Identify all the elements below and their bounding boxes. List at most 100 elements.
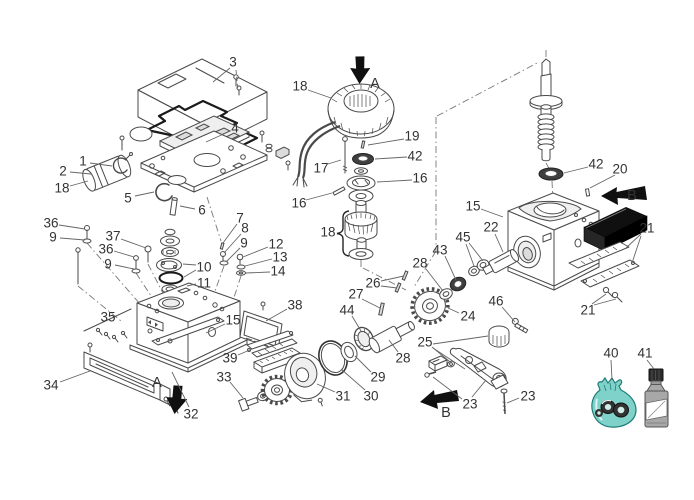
- part-label-5: 5: [124, 191, 132, 206]
- direction-arrow-b-bottom: [420, 390, 459, 409]
- leader-line-28: [388, 339, 399, 353]
- part-bearing-42-right: [538, 167, 564, 181]
- part-gear-output: [260, 374, 294, 406]
- part-label-31: 31: [335, 389, 350, 404]
- part-label-28: 28: [412, 256, 427, 271]
- part-label-42: 42: [407, 149, 422, 164]
- leader-line-38: [265, 308, 288, 322]
- part-label-18: 18: [320, 225, 335, 240]
- leader-line-8: [223, 233, 242, 254]
- part-pin-6: [169, 197, 178, 216]
- part-label-27: 27: [348, 287, 363, 302]
- part-release-lever-25: [424, 325, 510, 390]
- leader-line-11: [186, 283, 197, 287]
- bracket-18: [336, 210, 350, 257]
- leader-line-30: [340, 368, 366, 391]
- leader-line-2: [69, 171, 92, 175]
- part-rotor-stack: [332, 153, 378, 260]
- leader-line-5: [134, 191, 155, 197]
- part-label-43: 43: [432, 243, 447, 258]
- leader-line-36: [58, 224, 86, 230]
- part-label-3: 3: [229, 55, 237, 70]
- part-plates-21: [568, 241, 640, 288]
- leader-line-23: [432, 376, 463, 400]
- leader-line-4: [205, 131, 229, 143]
- part-label-13: 13: [272, 250, 287, 265]
- leader-line-29: [354, 355, 372, 373]
- part-fasteners-left: [75, 225, 152, 285]
- leader-line-45: [468, 242, 484, 262]
- part-fasteners-right: [219, 242, 246, 276]
- leader-line-16: [305, 192, 333, 201]
- leader-line-21: [593, 298, 617, 306]
- leader-line-40: [610, 359, 613, 381]
- part-gear-24: [410, 287, 450, 325]
- leader-line-9: [114, 264, 135, 270]
- part-label-28: 28: [395, 351, 410, 366]
- part-label-36: 36: [43, 216, 58, 231]
- part-label-15: 15: [225, 313, 240, 328]
- part-label-42: 42: [588, 157, 603, 172]
- part-label-45: 45: [455, 230, 470, 245]
- part-snap-ring: [155, 182, 173, 202]
- part-label-18: 18: [54, 181, 69, 196]
- part-flange-31: [284, 352, 326, 407]
- part-label-8: 8: [241, 221, 249, 236]
- leader-line-6: [179, 205, 196, 210]
- leader-line-43: [444, 255, 457, 281]
- part-housing-right: [507, 192, 600, 291]
- leader-line-42: [374, 156, 408, 160]
- part-motor-bolt: [342, 136, 348, 174]
- view-letter-A: A: [152, 375, 162, 391]
- part-label-23: 23: [520, 389, 535, 404]
- direction-arrow-a-bottom: [166, 385, 188, 414]
- part-label-16: 16: [291, 196, 306, 211]
- part-label-1: 1: [79, 154, 87, 169]
- leader-lines-layer: [58, 67, 655, 408]
- part-shaft-22: [482, 248, 520, 275]
- part-label-11: 11: [197, 276, 211, 291]
- leader-line-22: [494, 233, 504, 253]
- part-screw-23: [500, 388, 508, 415]
- part-label-40: 40: [603, 346, 618, 361]
- view-letter-A: A: [370, 76, 380, 92]
- part-label-14: 14: [270, 264, 286, 279]
- part-kit-bag-40: [591, 376, 637, 428]
- part-worm-shaft: [529, 58, 563, 162]
- view-letter-B: B: [441, 405, 451, 421]
- leader-line-32: [171, 371, 190, 408]
- part-label-34: 34: [43, 378, 59, 393]
- part-label-22: 22: [483, 220, 498, 235]
- part-label-36: 36: [98, 242, 113, 257]
- leader-line-1: [89, 162, 113, 167]
- leader-line-23: [471, 379, 487, 398]
- part-key-46: [511, 317, 529, 334]
- leader-line-26: [380, 275, 405, 282]
- leader-line-27: [361, 298, 381, 309]
- part-label-29: 29: [370, 370, 385, 385]
- leader-line-10: [182, 263, 197, 266]
- direction-arrow-a-top: [350, 56, 371, 85]
- leader-line-15: [205, 323, 226, 334]
- leader-line-24: [447, 307, 460, 314]
- leader-line-25: [432, 335, 489, 345]
- part-label-21: 21: [580, 303, 595, 318]
- leader-line-21: [591, 293, 607, 305]
- view-letter-B: B: [627, 188, 637, 204]
- part-label-32: 32: [183, 407, 198, 422]
- leader-line-42: [563, 166, 589, 174]
- leader-line-46: [501, 306, 516, 323]
- part-label-30: 30: [363, 389, 378, 404]
- part-label-19: 19: [404, 129, 419, 144]
- part-label-24: 24: [460, 309, 476, 324]
- leader-line-18: [69, 180, 89, 187]
- leader-line-37: [120, 238, 147, 249]
- leader-line-23: [506, 397, 520, 404]
- leader-line-39: [237, 348, 253, 356]
- part-label-6: 6: [198, 203, 206, 218]
- part-label-12: 12: [268, 237, 283, 252]
- leader-line-21: [631, 235, 642, 264]
- part-label-26: 26: [365, 276, 380, 291]
